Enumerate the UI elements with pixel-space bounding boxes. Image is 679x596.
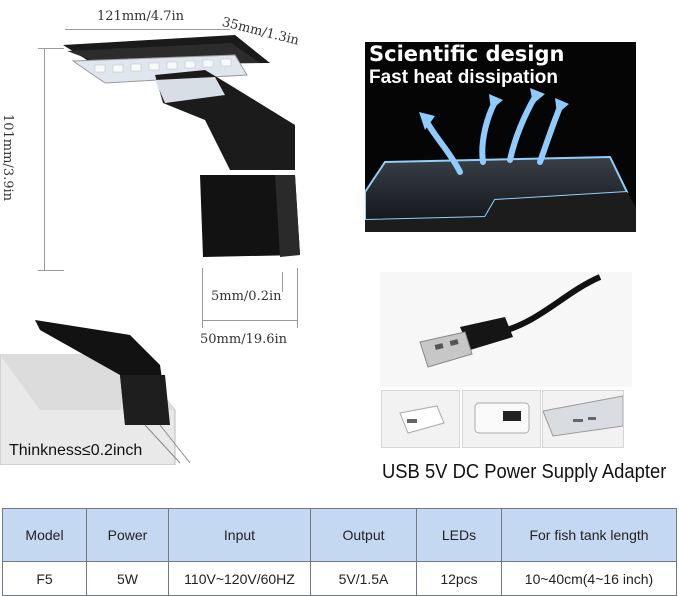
width-dimension-label: 121mm/4.7in [97,9,185,24]
heat-panel-title: Scientific design [369,42,565,66]
clip-gap-label: 5mm/0.2in [211,289,282,304]
laptop-thumbnail [542,390,624,448]
column-header-leds: LEDs [416,508,502,562]
cell-output: 5V/1.5A [310,561,417,596]
product-dimension-diagram: 121mm/4.7in 35mm/1.3in 101mm/3.9in 5mm/0… [0,0,340,347]
thickness-illustration: Thinkness≤0.2inch [0,315,200,465]
light-fixture-image [63,35,300,257]
table-header-row: Model Power Input Output LEDs For fish t… [2,508,677,562]
specification-table: Model Power Input Output LEDs For fish t… [2,508,677,596]
height-dimension-line [44,48,45,270]
cell-power: 5W [86,561,169,596]
usb-adapter-caption: USB 5V DC Power Supply Adapter [382,461,667,483]
heat-dissipation-illustration [365,88,636,232]
clip-depth-label: 50mm/19.6in [200,332,288,347]
table-row: F5 5W 110V~120V/60HZ 5V/1.5A 12pcs 10~40… [2,561,677,596]
power-bank-thumbnail [462,390,541,448]
height-dimension-label: 101mm/3.9in [0,113,16,202]
cell-input: 110V~120V/60HZ [168,561,311,596]
thickness-caption: Thinkness≤0.2inch [9,442,143,459]
width-dimension-line [65,29,230,30]
cell-tank-length: 10~40cm(4~16 inch) [501,561,677,596]
column-header-output: Output [310,508,417,562]
column-header-power: Power [86,508,169,562]
cell-leds: 12pcs [416,561,502,596]
cell-model: F5 [2,561,87,596]
column-header-model: Model [2,508,87,562]
usb-cable-image [380,272,632,387]
heat-panel-subtitle: Fast heat dissipation [369,67,558,88]
wall-adapter-thumbnail [381,390,460,448]
heat-dissipation-panel: Scientific design Fast heat dissipation [365,42,636,232]
column-header-tank-length: For fish tank length [501,508,677,562]
column-header-input: Input [168,508,311,562]
